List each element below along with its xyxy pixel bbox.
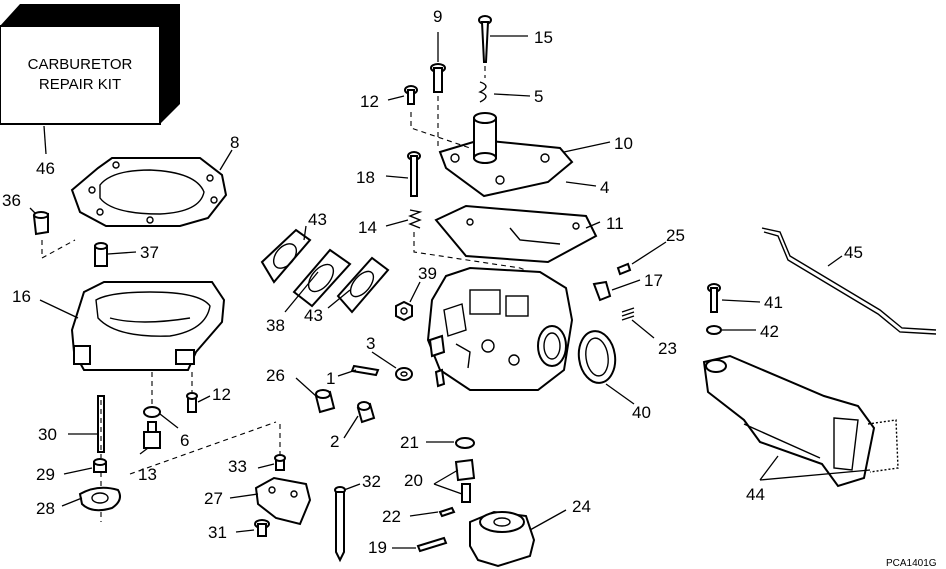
callout-3: 3 [366, 334, 375, 353]
intake-silencer-part-44 [702, 354, 899, 488]
callout-22: 22 [382, 507, 401, 526]
reed-plate-part-38 [292, 248, 352, 308]
callout-25: 25 [666, 226, 685, 245]
cover-part-10 [438, 112, 574, 198]
screw-part-12-lower [186, 392, 198, 413]
callout-24: 24 [572, 497, 591, 516]
callout-42: 42 [760, 322, 779, 341]
callout-15: 15 [534, 28, 553, 47]
carburetor-body [426, 266, 574, 391]
callout-10: 10 [614, 134, 633, 153]
callout-38: 38 [266, 316, 285, 335]
callout-45: 45 [844, 243, 863, 262]
callout-36: 36 [2, 191, 21, 210]
screw-part-33 [274, 454, 286, 471]
callout-26: 26 [266, 366, 285, 385]
repair-kit-box: CARBURETOR REPAIR KIT [0, 4, 180, 125]
callout-30: 30 [38, 425, 57, 444]
screw-part-15 [478, 15, 492, 63]
callout-40: 40 [632, 403, 651, 422]
figure-code: PCA1401G [886, 558, 937, 569]
pin-part-1 [350, 364, 380, 377]
pin-part-22 [438, 506, 456, 518]
spring-part-23 [621, 307, 635, 321]
valve-part-20 [454, 458, 476, 503]
callout-19: 19 [368, 538, 387, 557]
gasket-part-43-lower [336, 256, 390, 314]
screw-part-29 [93, 458, 107, 473]
screw-part-41 [707, 283, 721, 313]
callout-21: 21 [400, 433, 419, 452]
gasket-part-43-upper [260, 228, 312, 284]
callout-33: 33 [228, 457, 247, 476]
callout-13: 13 [138, 465, 157, 484]
nozzle-part-37 [94, 242, 108, 267]
callout-41: 41 [764, 293, 783, 312]
bushing-part-26 [314, 389, 336, 414]
cover-part-28 [78, 486, 121, 512]
callout-28: 28 [36, 499, 55, 518]
callout-20: 20 [404, 471, 423, 490]
bushing-part-2 [356, 401, 376, 424]
callout-5: 5 [534, 87, 543, 106]
oring-part-40 [577, 330, 617, 384]
callout-6: 6 [180, 431, 189, 450]
callout-39: 39 [418, 264, 437, 283]
callout-18: 18 [356, 168, 375, 187]
callout-27: 27 [204, 489, 223, 508]
plug-part-36 [32, 211, 49, 236]
screw-part-12-upper [404, 85, 418, 105]
callout-43-lower: 43 [304, 306, 323, 325]
screw-part-18 [407, 151, 421, 197]
washer-part-21 [455, 437, 475, 449]
float-bowl-part-16 [70, 281, 226, 371]
spring-part-14 [408, 209, 423, 229]
screw-part-9 [430, 63, 446, 93]
nut-part-39 [395, 300, 413, 322]
screw-part-31 [254, 519, 270, 537]
kit-label-line1: CARBURETOR [28, 56, 133, 73]
callout-numbers: 9 15 12 5 10 4 18 11 14 25 17 23 45 41 4… [2, 7, 863, 557]
spring-part-17 [592, 280, 612, 302]
kit-label-line2: REPAIR KIT [39, 76, 121, 93]
callout-31: 31 [208, 523, 227, 542]
callout-44: 44 [746, 485, 765, 504]
callout-4: 4 [600, 178, 609, 197]
jet-part-13 [143, 421, 161, 449]
callout-29: 29 [36, 465, 55, 484]
callout-17: 17 [644, 271, 663, 290]
washer-part-6 [143, 406, 161, 418]
washer-part-42 [706, 325, 722, 335]
callout-14: 14 [358, 218, 377, 237]
callout-2: 2 [330, 432, 339, 451]
callout-12-upper: 12 [360, 92, 379, 111]
tube-part-30 [97, 395, 105, 453]
callout-1: 1 [326, 369, 335, 388]
callout-23: 23 [658, 339, 677, 358]
needle-part-32 [334, 486, 346, 563]
callout-46: 46 [36, 159, 55, 178]
leader-lines [29, 32, 871, 549]
callout-16: 16 [12, 287, 31, 306]
lever-part-27 [254, 476, 312, 526]
washer-part-3 [395, 367, 413, 381]
float-part-24 [469, 510, 536, 568]
spring-part-5 [478, 81, 487, 103]
callout-12-lower: 12 [212, 385, 231, 404]
callout-37: 37 [140, 243, 159, 262]
callout-11: 11 [606, 214, 624, 233]
screw-part-25 [616, 262, 632, 276]
callout-9: 9 [433, 7, 442, 26]
pin-part-19 [416, 536, 448, 553]
callout-32: 32 [362, 472, 381, 491]
link-rod-part-45 [761, 227, 937, 335]
gasket-part-11 [434, 204, 598, 264]
gasket-part-8 [70, 157, 228, 227]
callout-43-upper: 43 [308, 210, 327, 229]
callout-8: 8 [230, 133, 239, 152]
